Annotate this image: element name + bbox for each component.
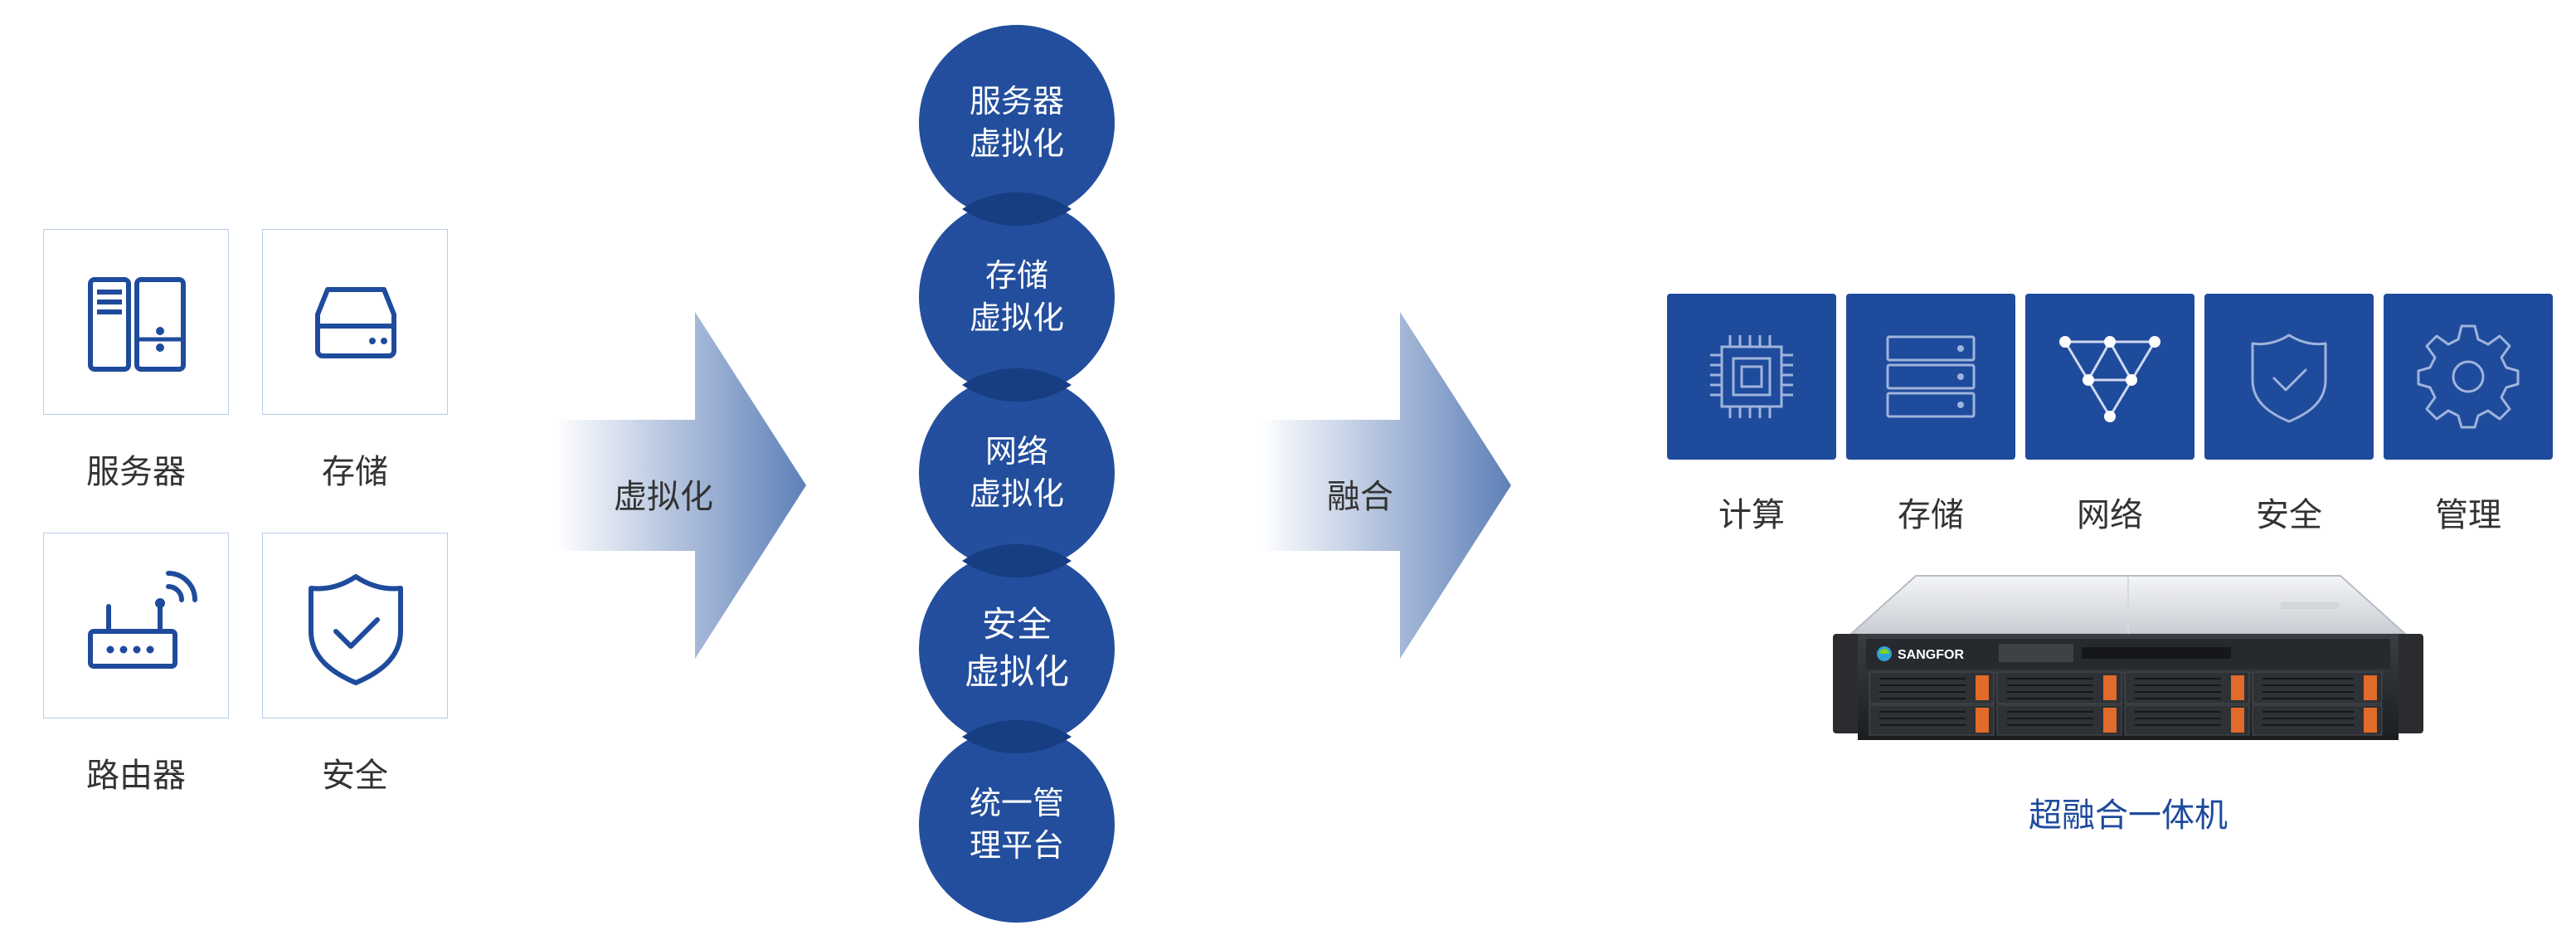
storage-box <box>262 229 448 415</box>
storage-tile <box>1846 294 2015 460</box>
server-virtualization-circle: 服务器 虚拟化 <box>919 25 1115 221</box>
storage-rack-icon <box>1886 335 1976 418</box>
gear-icon <box>2417 324 2520 429</box>
circle-line2: 虚拟化 <box>969 300 1064 336</box>
virtualize-label: 虚拟化 <box>614 478 713 516</box>
converge-arrow <box>1261 312 1511 659</box>
server-label: 服务器 <box>86 453 186 491</box>
converge-label: 融合 <box>1327 478 1393 516</box>
compute-tile <box>1667 294 1836 460</box>
network-label: 网络 <box>2077 496 2143 534</box>
circle-overlaps <box>962 192 1072 754</box>
server-box <box>43 229 229 415</box>
storage-label: 存储 <box>322 453 388 491</box>
unified-management-circle: 统一管 理平台 <box>919 727 1115 923</box>
management-tile <box>2384 294 2553 460</box>
management-label: 管理 <box>2435 496 2501 534</box>
shield-check-icon <box>309 574 403 685</box>
product-label: 超融合一体机 <box>2029 796 2228 835</box>
circle-line2: 理平台 <box>969 827 1064 864</box>
network-virtualization-circle: 网络 虚拟化 <box>919 375 1115 571</box>
network-tile <box>2025 294 2194 460</box>
hci-appliance-image: SANGFOR <box>1833 575 2423 740</box>
storage-virtualization-circle: 存储 虚拟化 <box>919 199 1115 395</box>
network-topology-icon <box>2059 336 2160 422</box>
circle-line1: 存储 <box>984 256 1048 294</box>
circle-line1: 网络 <box>984 432 1048 470</box>
router-box <box>43 533 229 718</box>
brand-logo: SANGFOR <box>1898 648 1964 662</box>
security-tile <box>2204 294 2374 460</box>
circle-line1: 安全 <box>981 604 1052 645</box>
circle-line1: 统一管 <box>969 784 1064 821</box>
security-cap-label: 安全 <box>2256 496 2322 534</box>
circle-line2: 虚拟化 <box>964 651 1069 692</box>
shield-check-icon <box>2251 334 2327 423</box>
circle-line1: 服务器 <box>969 82 1064 119</box>
security-virtualization-circle: 安全 虚拟化 <box>919 551 1115 747</box>
security-label: 安全 <box>322 757 388 795</box>
circle-line2: 虚拟化 <box>969 125 1064 162</box>
router-icon <box>88 571 197 669</box>
server-icon <box>88 277 186 372</box>
compute-label: 计算 <box>1718 496 1785 534</box>
storage-cap-label: 存储 <box>1898 496 1964 534</box>
router-label: 路由器 <box>86 757 186 795</box>
cpu-chip-icon <box>1710 335 1793 418</box>
security-box <box>262 533 448 718</box>
storage-drive-icon <box>315 287 396 358</box>
virtualize-arrow <box>556 312 806 659</box>
circle-line2: 虚拟化 <box>969 475 1064 512</box>
